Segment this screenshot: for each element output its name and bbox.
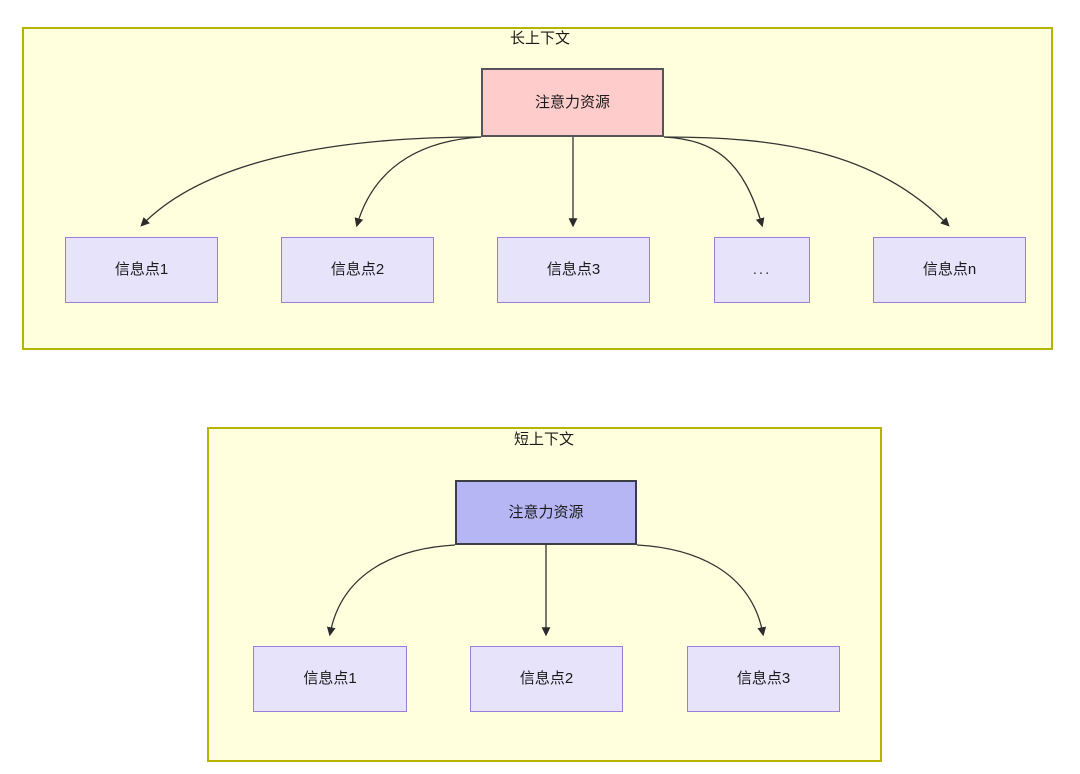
node-attention-resource-long[interactable]: 注意力资源 — [481, 68, 664, 137]
node-label: 信息点1 — [114, 261, 169, 278]
node-info-point-long-1[interactable]: 信息点1 — [65, 237, 218, 303]
node-info-point-short-1[interactable]: 信息点1 — [253, 646, 407, 712]
node-label: 信息点1 — [303, 670, 357, 687]
node-label: 信息点n — [922, 261, 977, 278]
node-label: 注意力资源 — [508, 503, 584, 521]
node-label: 信息点3 — [736, 670, 791, 687]
node-info-point-long-n[interactable]: 信息点n — [873, 237, 1026, 303]
node-label: 信息点2 — [330, 261, 385, 278]
group-title-long-context: 长上下文 — [509, 30, 570, 47]
node-label: 信息点2 — [519, 670, 574, 687]
node-attention-resource-short[interactable]: 注意力资源 — [455, 480, 637, 545]
node-label: 注意力资源 — [534, 93, 610, 111]
node-label: ... — [752, 261, 772, 278]
node-info-point-long-2[interactable]: 信息点2 — [281, 237, 434, 303]
node-info-point-long-ellipsis[interactable]: ... — [714, 237, 810, 303]
group-title-short-context: 短上下文 — [513, 431, 574, 448]
node-info-point-long-3[interactable]: 信息点3 — [497, 237, 650, 303]
node-info-point-short-3[interactable]: 信息点3 — [687, 646, 840, 712]
node-label: 信息点3 — [546, 261, 601, 278]
node-info-point-short-2[interactable]: 信息点2 — [470, 646, 623, 712]
